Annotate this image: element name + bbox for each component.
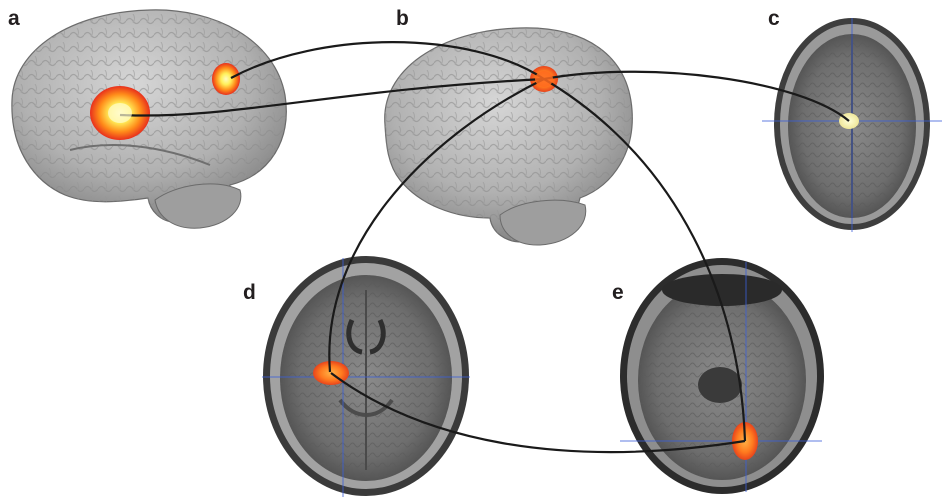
mri-axial-d xyxy=(262,256,470,497)
mri-axial-e xyxy=(620,258,824,494)
activation-frontal-small xyxy=(212,63,240,95)
brain-lateral-a xyxy=(12,10,286,228)
mri-axial-c xyxy=(762,18,942,232)
